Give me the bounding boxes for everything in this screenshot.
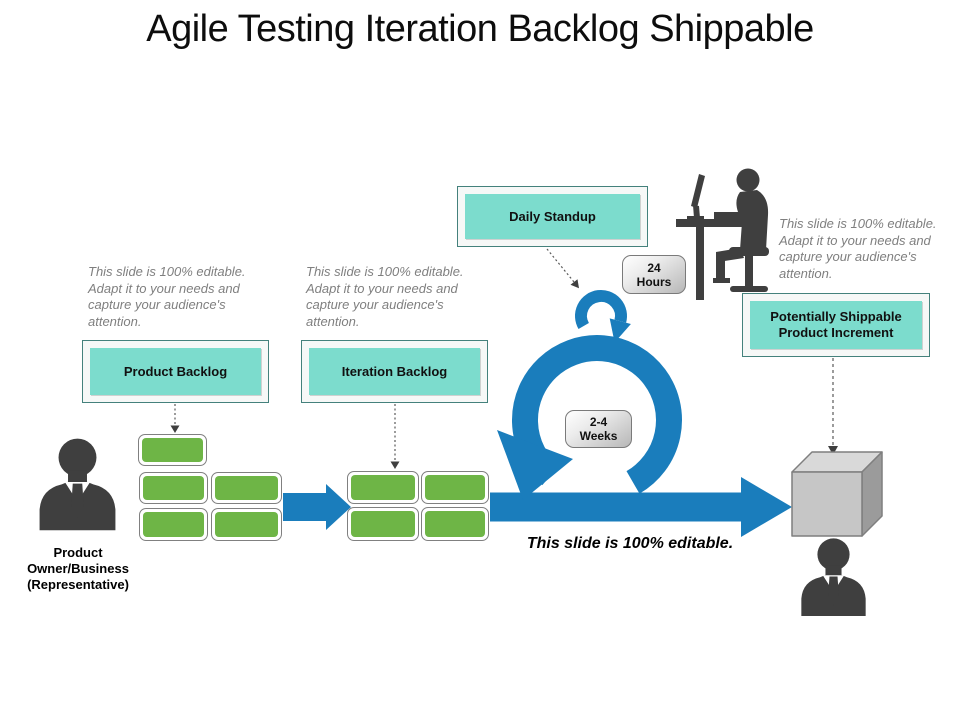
dotted-connectors (170, 248, 838, 469)
backlog-item-fill (143, 512, 204, 537)
cube-3d-icon (791, 451, 883, 537)
editable-note-developer: This slide is 100% editable. Adapt it to… (779, 216, 937, 281)
backlog-item-card (138, 434, 207, 466)
person-at-desk-icon (676, 168, 769, 300)
iteration-item-fill (351, 511, 415, 537)
iteration-backlog-label: Iteration Backlog (309, 348, 480, 395)
backlog-item-fill (142, 438, 203, 462)
iteration-item-fill (351, 475, 415, 500)
product-backlog-box: Product Backlog (82, 340, 269, 403)
backlog-item-fill (215, 476, 278, 500)
iteration-backlog-box: Iteration Backlog (301, 340, 488, 403)
page-title: Agile Testing Iteration Backlog Shippabl… (146, 8, 814, 50)
weeks-badge: 2-4 Weeks (565, 410, 632, 448)
weeks-badge-line1: 2-4 (589, 415, 608, 429)
backlog-item-card (139, 508, 208, 541)
backlog-item-card (139, 472, 208, 504)
editable-note-product: This slide is 100% editable. Adapt it to… (88, 264, 246, 329)
backlog-item-fill (215, 512, 278, 537)
iteration-item-fill (425, 511, 485, 537)
product-owner-label: Product Owner/Business (Representative) (27, 545, 129, 592)
hours-badge-line1: 24 (647, 260, 661, 275)
bottom-editable-note: This slide is 100% editable. (526, 535, 734, 552)
stakeholder-icon (801, 538, 866, 617)
shippable-increment-label: Potentially Shippable Product Increment (750, 301, 922, 349)
shippable-increment-box: Potentially Shippable Product Increment (742, 293, 930, 357)
backlog-item-card (211, 508, 282, 541)
backlog-item-fill (143, 476, 204, 500)
hours-badge-line2: Hours (636, 274, 672, 289)
iteration-item-card (347, 471, 419, 504)
small-right-arrow (283, 484, 351, 530)
product-owner-icon (39, 438, 116, 531)
daily-standup-label: Daily Standup (465, 194, 640, 239)
right-flow-arrow (490, 477, 792, 537)
hours-badge: 24 Hours (622, 255, 686, 294)
iteration-item-card (421, 507, 489, 541)
sprint-loop-icon (497, 289, 682, 500)
weeks-badge-line2: Weeks (579, 429, 618, 443)
daily-standup-box: Daily Standup (457, 186, 648, 247)
iteration-item-card (421, 471, 489, 504)
iteration-item-card (347, 507, 419, 541)
backlog-item-card (211, 472, 282, 504)
editable-note-iteration: This slide is 100% editable. Adapt it to… (306, 264, 464, 329)
product-backlog-label: Product Backlog (90, 348, 261, 395)
iteration-item-fill (425, 475, 485, 500)
